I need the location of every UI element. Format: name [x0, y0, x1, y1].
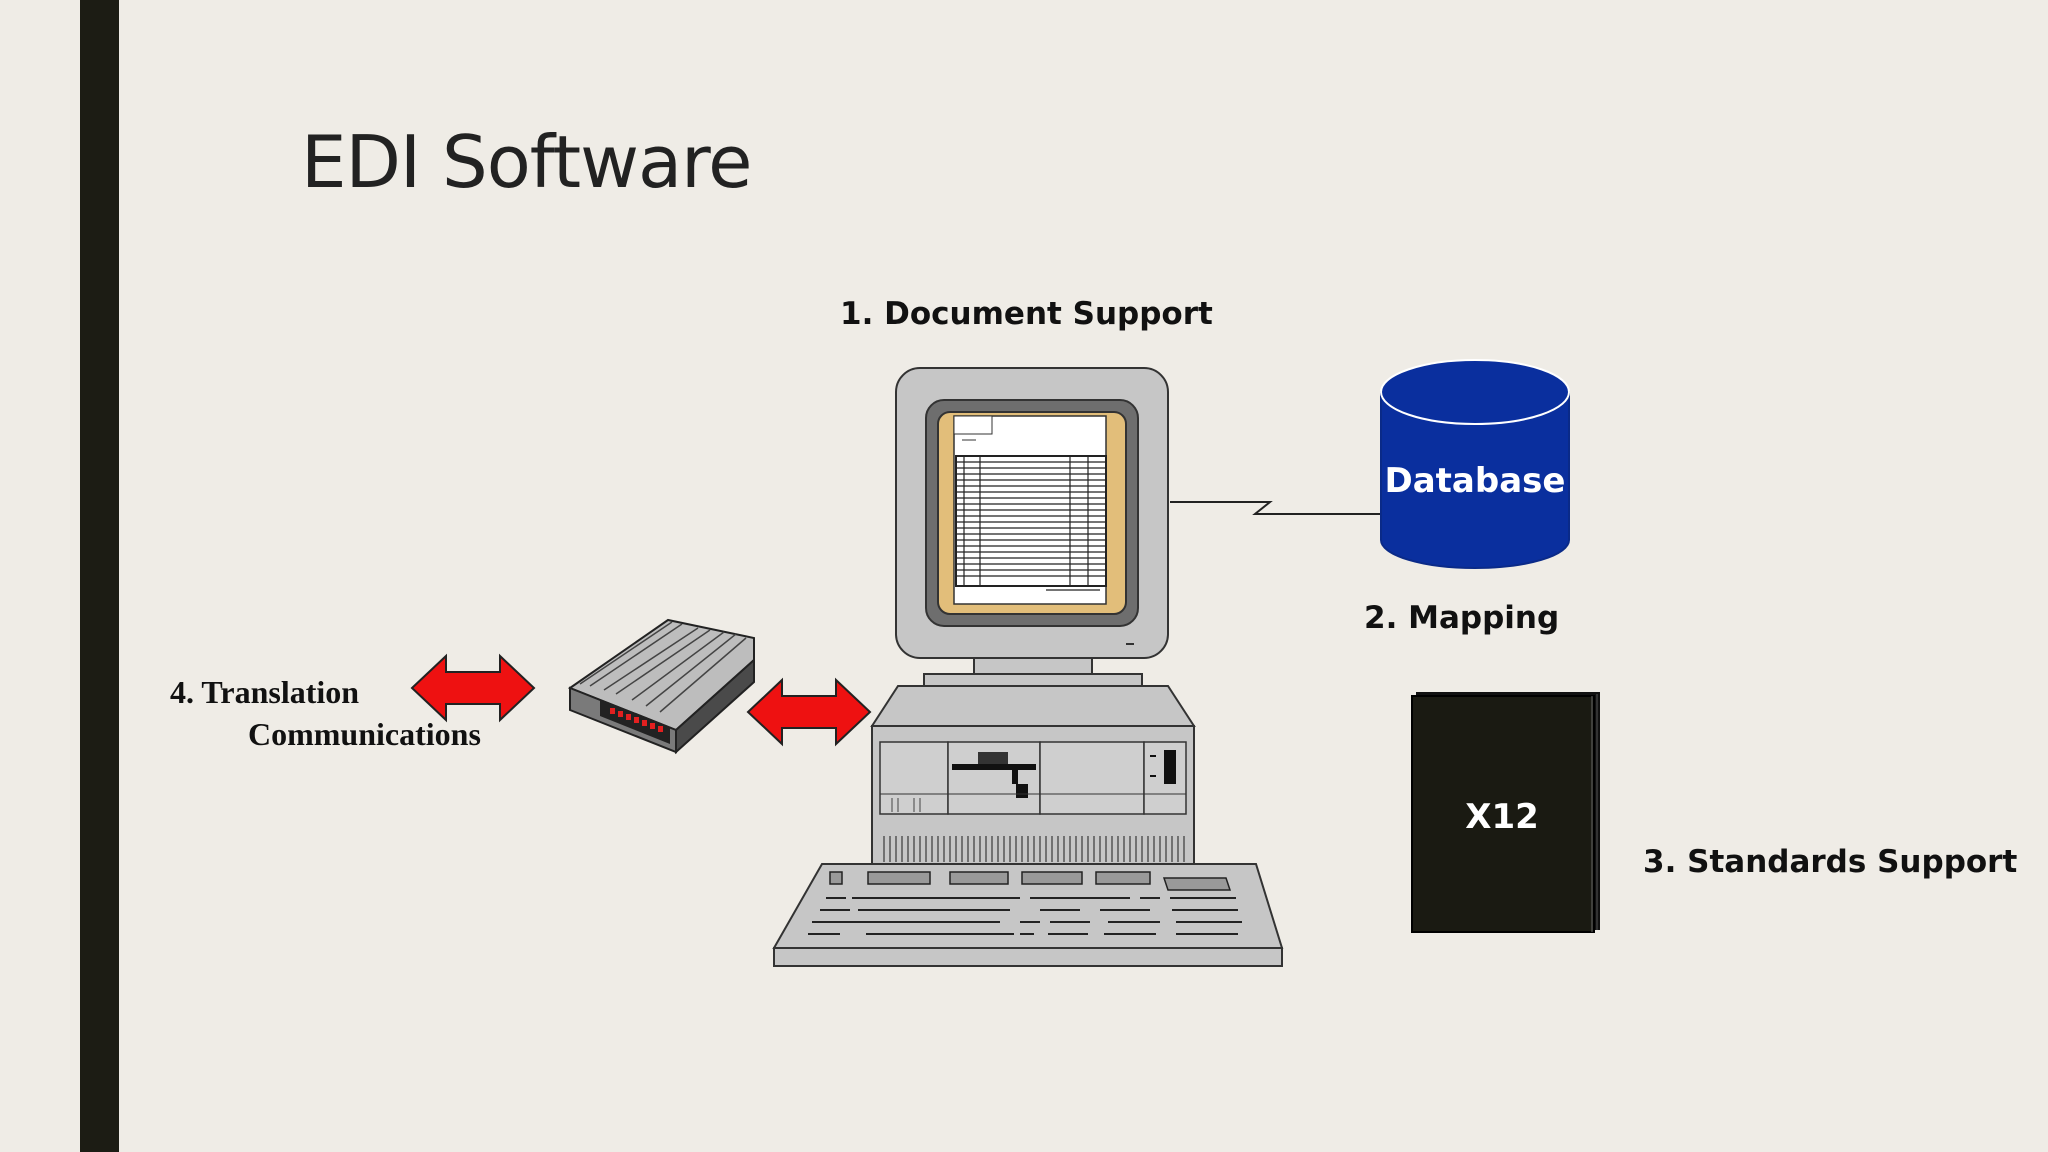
- label-mapping: 2. Mapping: [1364, 600, 1560, 636]
- modem-icon: [567, 618, 755, 755]
- label-translation: 4. Translation: [170, 674, 360, 710]
- keyboard-keys: [808, 897, 1242, 935]
- label-communications: Communications: [248, 716, 481, 752]
- modem-leds: [610, 708, 663, 732]
- double-arrow-icon: [746, 677, 872, 747]
- vent-lines: [883, 836, 1185, 862]
- double-arrow-icon: [410, 653, 536, 723]
- document-lines: [956, 456, 1106, 591]
- accent-bar: [80, 0, 119, 1152]
- database-label: Database: [1385, 461, 1566, 501]
- modem-ridges: [579, 621, 747, 713]
- book-icon: X12: [1411, 692, 1600, 933]
- computer-icon: [772, 367, 1284, 967]
- label-standards-support: 3. Standards Support: [1643, 844, 2018, 880]
- slide-title: EDI Software: [301, 120, 752, 204]
- connector-line: [1170, 501, 1380, 515]
- label-document-support: 1. Document Support: [840, 296, 1213, 332]
- book-label: X12: [1465, 797, 1539, 837]
- database-icon: Database: [1380, 359, 1570, 569]
